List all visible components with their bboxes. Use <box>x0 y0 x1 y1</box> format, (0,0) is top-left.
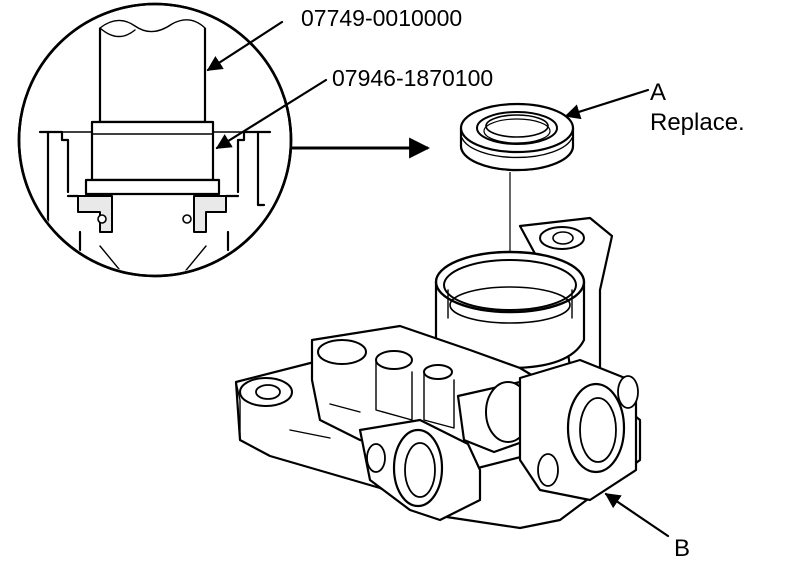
seal-callout-letter: A <box>650 79 667 106</box>
tool-driver-leader <box>206 20 284 72</box>
driver-tool <box>98 19 207 124</box>
detail-inset <box>17 2 293 278</box>
housing-callout-letter: B <box>674 535 691 562</box>
tool-driver-number: 07749-0010000 <box>301 5 463 31</box>
housing-leader <box>604 492 670 538</box>
seal-section <box>66 194 240 252</box>
tool-attachment-leader <box>215 78 328 150</box>
housing-section <box>38 130 272 227</box>
attachment-tool <box>84 120 221 196</box>
tool-attachment-number: 07946-1870100 <box>332 65 494 91</box>
seal-callout-note: Replace. <box>650 109 745 136</box>
pump-housing-part <box>234 216 642 530</box>
seal-leader <box>564 88 650 120</box>
oil-seal-part <box>459 102 575 172</box>
